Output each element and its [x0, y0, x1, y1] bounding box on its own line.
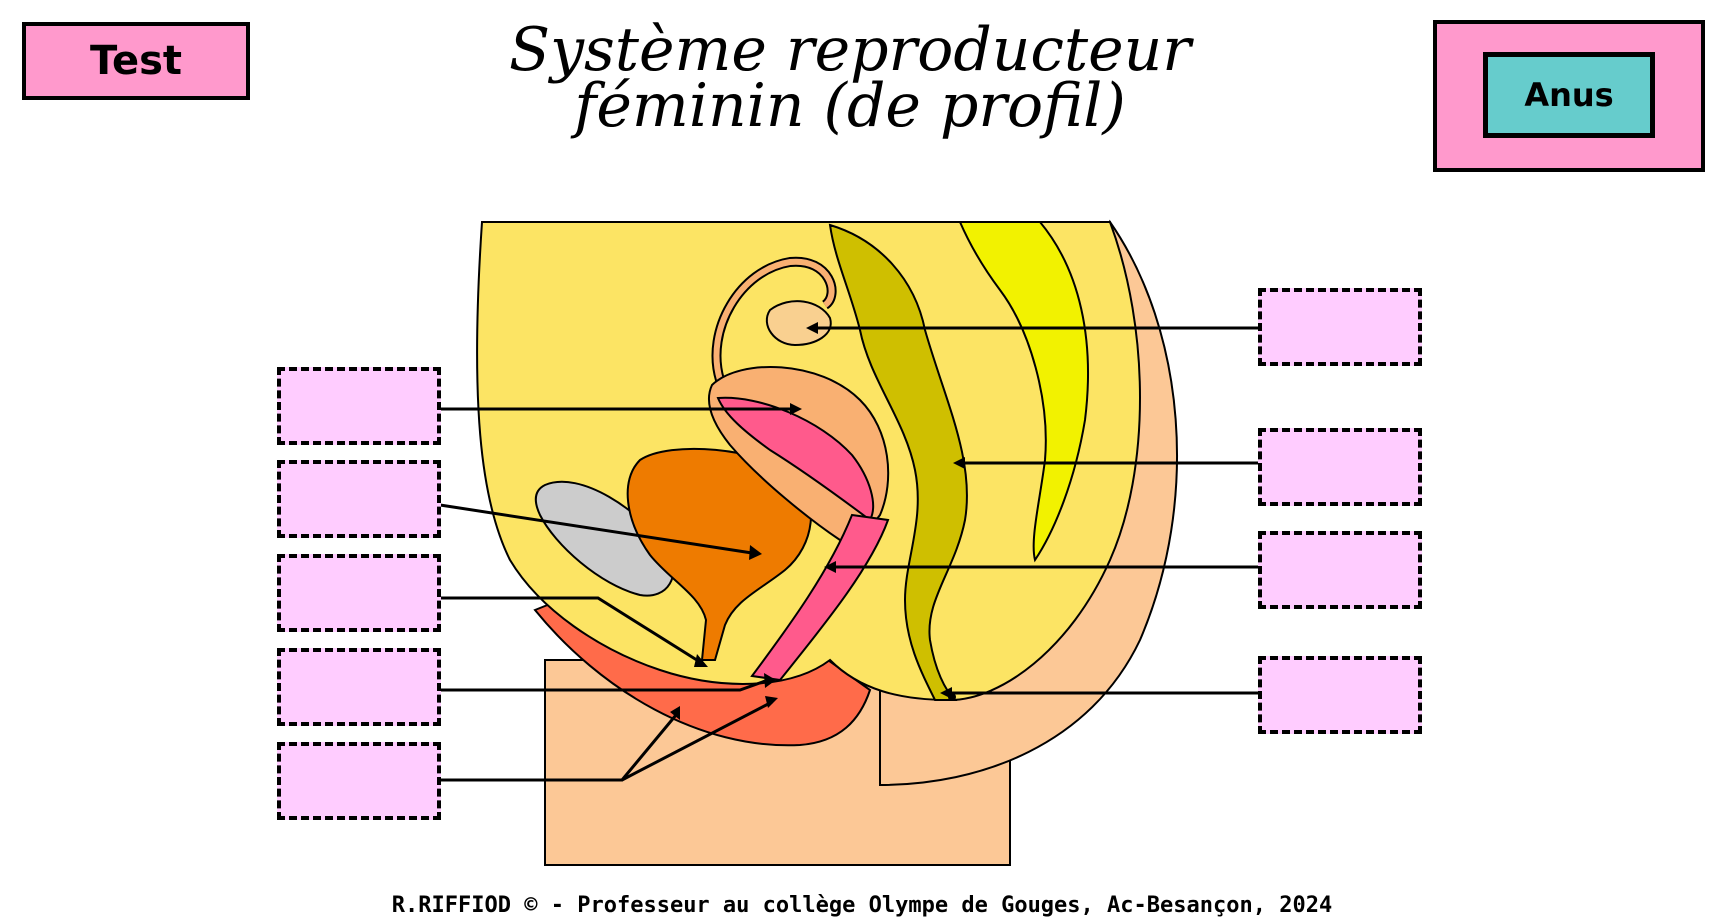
label-drop-box-left-5[interactable] [277, 742, 441, 820]
title-line-2: féminin (de profil) [574, 71, 1126, 141]
test-button[interactable]: Test [22, 22, 250, 100]
pubic-bone [534, 480, 675, 597]
answer-label-anus[interactable]: Anus [1483, 52, 1655, 138]
title-line-1: Système reproducteur [509, 15, 1191, 85]
label-drop-box-right-4[interactable] [1258, 656, 1422, 734]
page-title: Système reproducteur féminin (de profil) [480, 15, 1220, 141]
label-drop-box-right-1[interactable] [1258, 288, 1422, 366]
label-drop-box-left-4[interactable] [277, 648, 441, 726]
arrow-heads [670, 322, 965, 720]
label-drop-box-left-1[interactable] [277, 367, 441, 445]
ovary [765, 300, 832, 347]
label-drop-box-left-3[interactable] [277, 554, 441, 632]
leader-lines [439, 326, 1258, 782]
fallopian-tube-fill [713, 258, 835, 381]
vagina [750, 513, 890, 682]
rectum [828, 223, 968, 701]
footer-credit: R.RIFFIOD © - Professeur au collège Olym… [391, 893, 1333, 918]
label-drop-box-right-3[interactable] [1258, 531, 1422, 609]
label-drop-box-left-2[interactable] [277, 460, 441, 538]
answer-panel: Anus [1433, 20, 1705, 172]
label-drop-box-right-2[interactable] [1258, 428, 1422, 506]
spine [958, 221, 1089, 563]
